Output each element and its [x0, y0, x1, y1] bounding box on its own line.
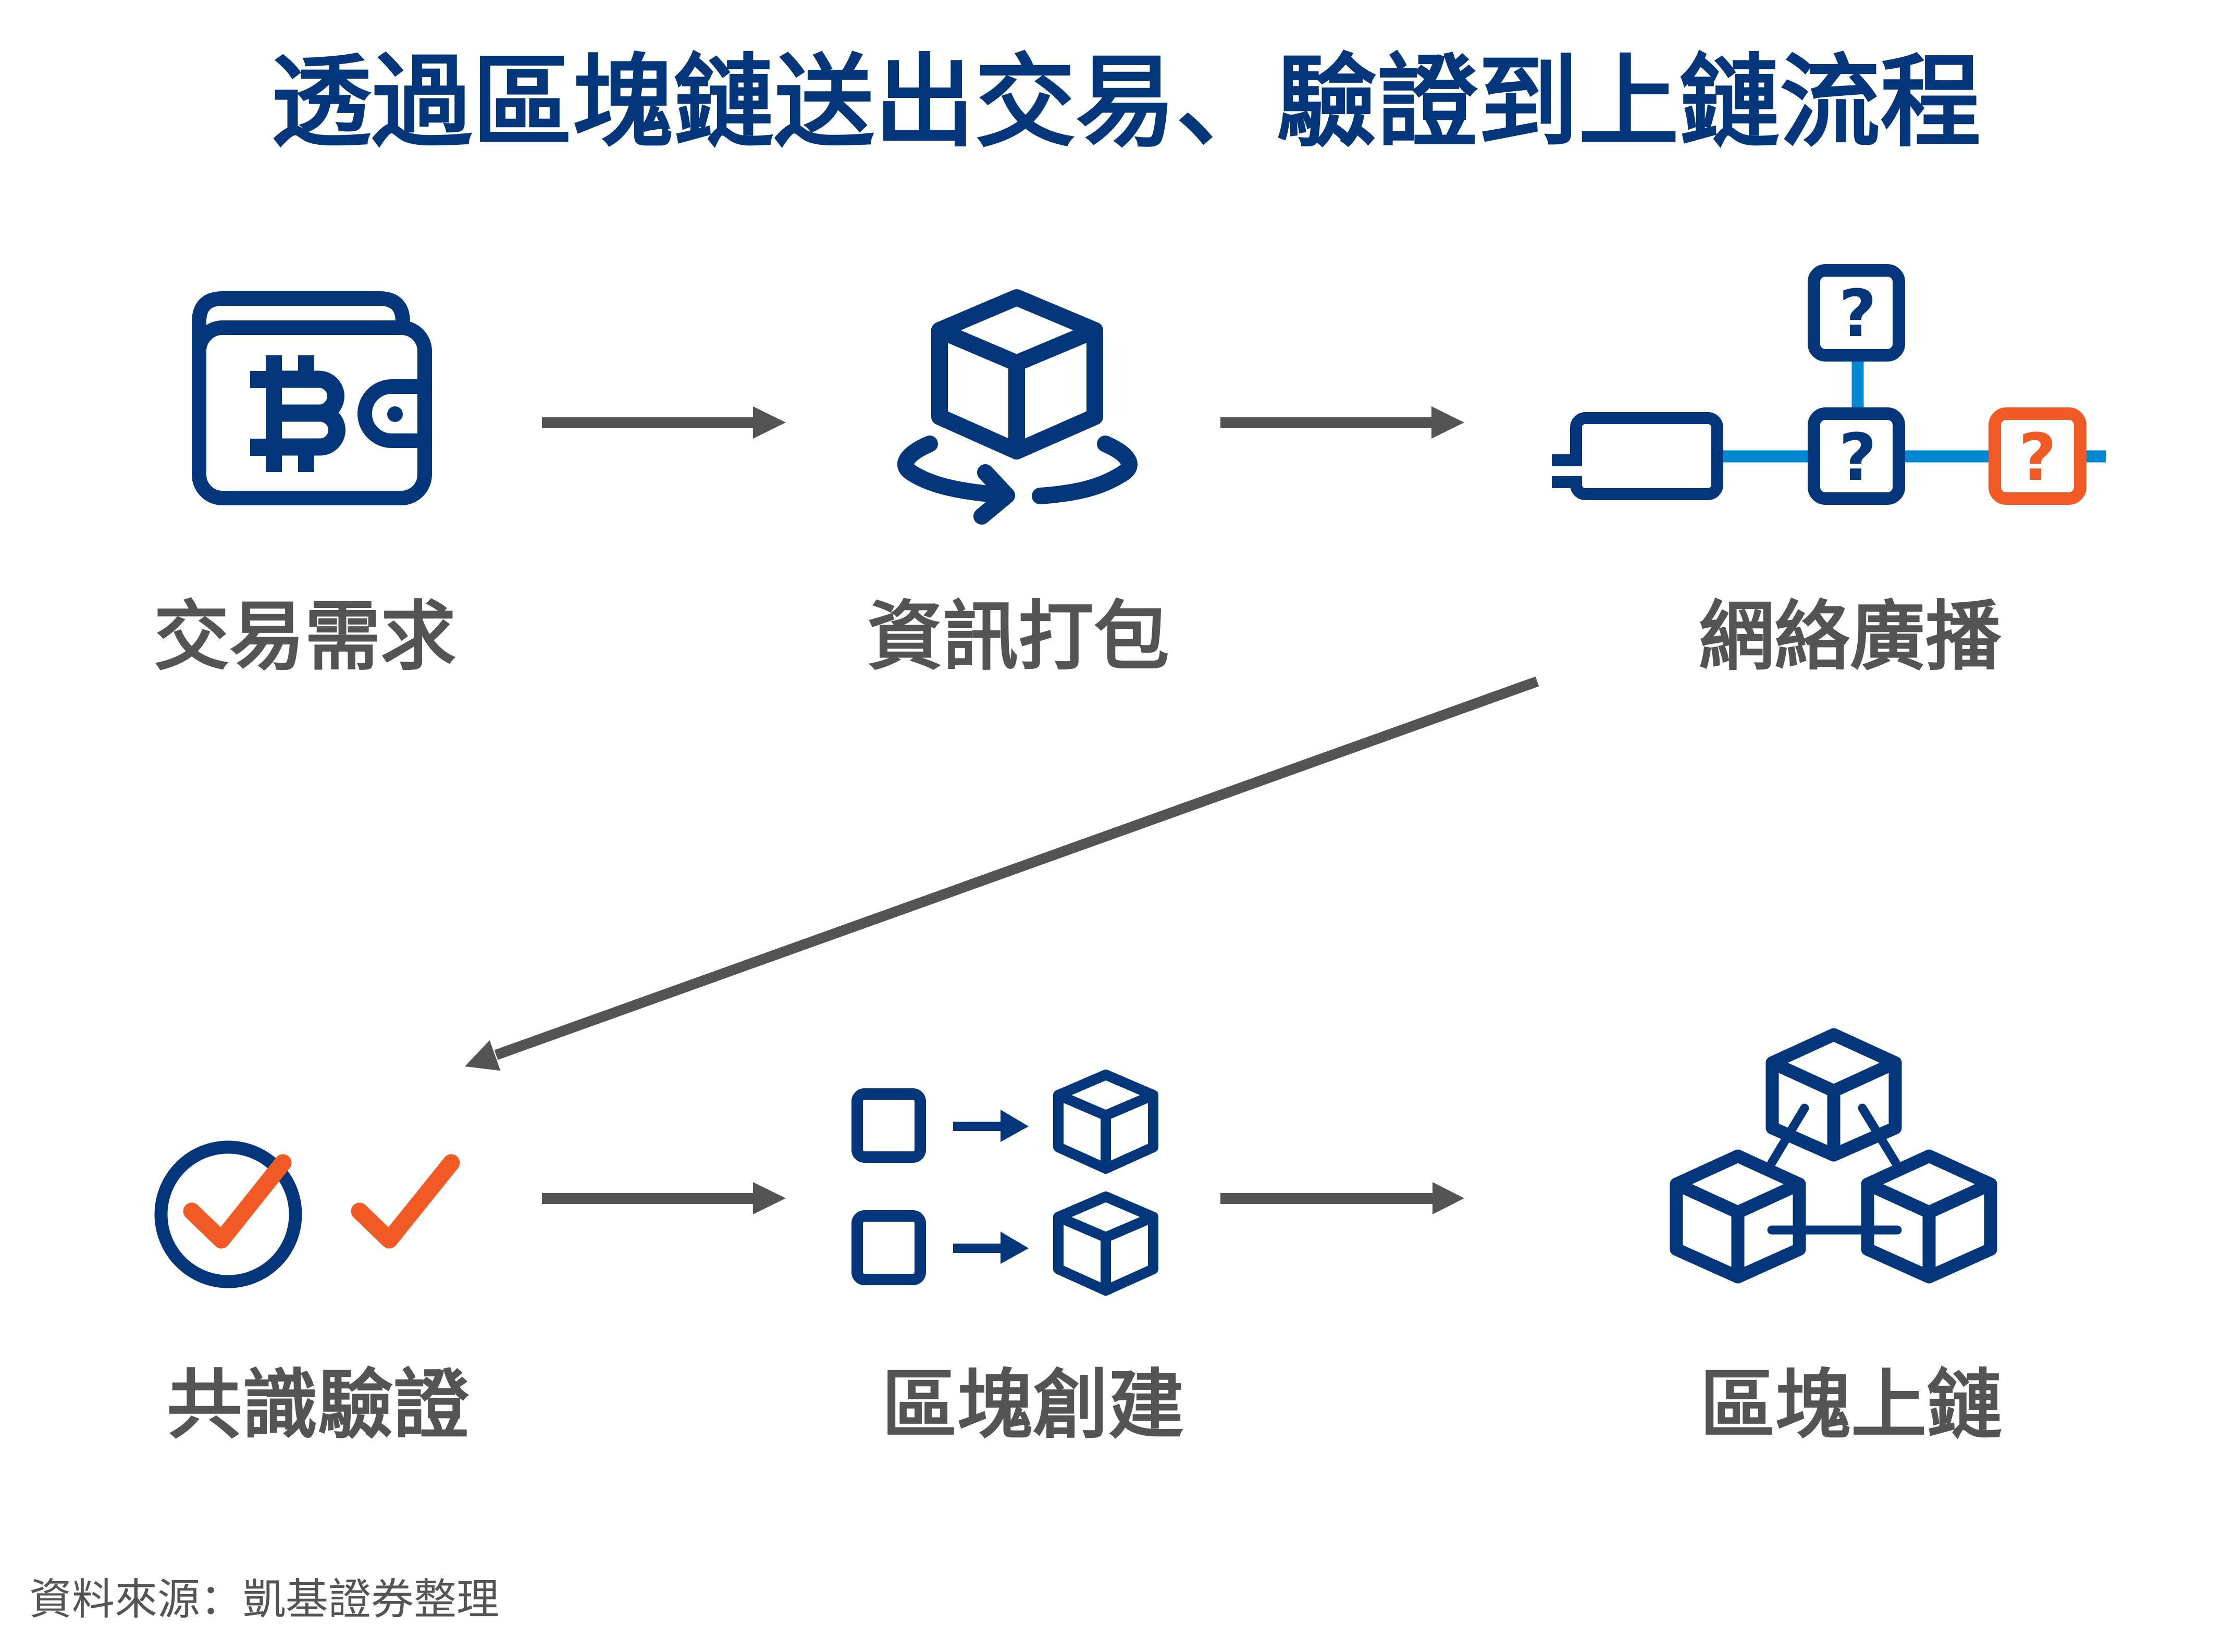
page-title: 透過區塊鏈送出交易、驗證到上鏈流程: [270, 44, 1981, 161]
checkmark-icon: [183, 1154, 292, 1249]
small-arrow-icon: [953, 1110, 1029, 1142]
chain-link: [1767, 1103, 1809, 1167]
cube-icon: [1053, 1070, 1158, 1174]
question-mark-icon: ?: [2019, 420, 2057, 495]
cube-icon: [1670, 1149, 1806, 1284]
flow-arrow-4: [542, 1182, 786, 1214]
rotation-arc-right: [1032, 436, 1138, 504]
cube-icon: [1861, 1149, 1997, 1284]
network-broadcast-icon: ? ? ?: [1552, 264, 2106, 505]
wallet-clasp-dot: [387, 406, 403, 422]
step-label-block-creation: 區塊創建: [882, 1361, 1184, 1449]
chain-link: [1858, 1103, 1900, 1167]
source-note: 資料來源：凱基證券整理: [29, 1575, 500, 1624]
small-arrow-icon: [953, 1232, 1029, 1264]
question-mark-icon: ?: [1839, 276, 1877, 352]
block-creation-icon: [851, 1070, 1158, 1296]
step-label-block-on-chain: 區塊上鏈: [1700, 1361, 2002, 1449]
flow-arrow-5: [1220, 1182, 1464, 1214]
data-square-icon: [851, 1210, 926, 1285]
bitcoin-wallet-icon: [192, 291, 432, 505]
step-label-transaction-request: 交易需求: [154, 593, 456, 681]
bitcoin-symbol-icon: [250, 355, 345, 472]
rotation-arc-left: [897, 436, 1015, 504]
data-square-icon: [851, 1088, 926, 1163]
node-box-top: ?: [1808, 264, 1905, 362]
wallet-back-flap: [192, 291, 410, 362]
cube-icon: [1053, 1191, 1158, 1296]
question-mark-icon: ?: [1839, 420, 1877, 495]
flow-arrow-2: [1220, 406, 1464, 439]
step-label-data-packaging: 資訊打包: [867, 593, 1169, 681]
step-label-consensus-validation: 共識驗證: [167, 1361, 469, 1449]
package-rotate-icon: [897, 289, 1138, 525]
cube-icon: [1765, 1028, 1902, 1162]
double-check-icon: [154, 1140, 460, 1288]
rotation-arrowhead: [973, 464, 1015, 525]
wallet-body: [192, 320, 432, 505]
cube-edges: [931, 322, 1103, 459]
blockchain-icon: [1670, 1028, 1997, 1284]
flow-arrow-1: [542, 406, 786, 439]
plug-node-icon: [1552, 412, 1723, 500]
node-box-highlighted: ?: [1989, 407, 2086, 505]
check-circle: [154, 1140, 302, 1288]
step-label-network-broadcast: 網絡廣播: [1699, 593, 2001, 681]
checkmark-icon: [351, 1154, 460, 1249]
wallet-clasp: [357, 379, 432, 448]
flow-arrow-3-diagonal: [465, 676, 1539, 1071]
node-box-middle: ?: [1808, 407, 1905, 505]
